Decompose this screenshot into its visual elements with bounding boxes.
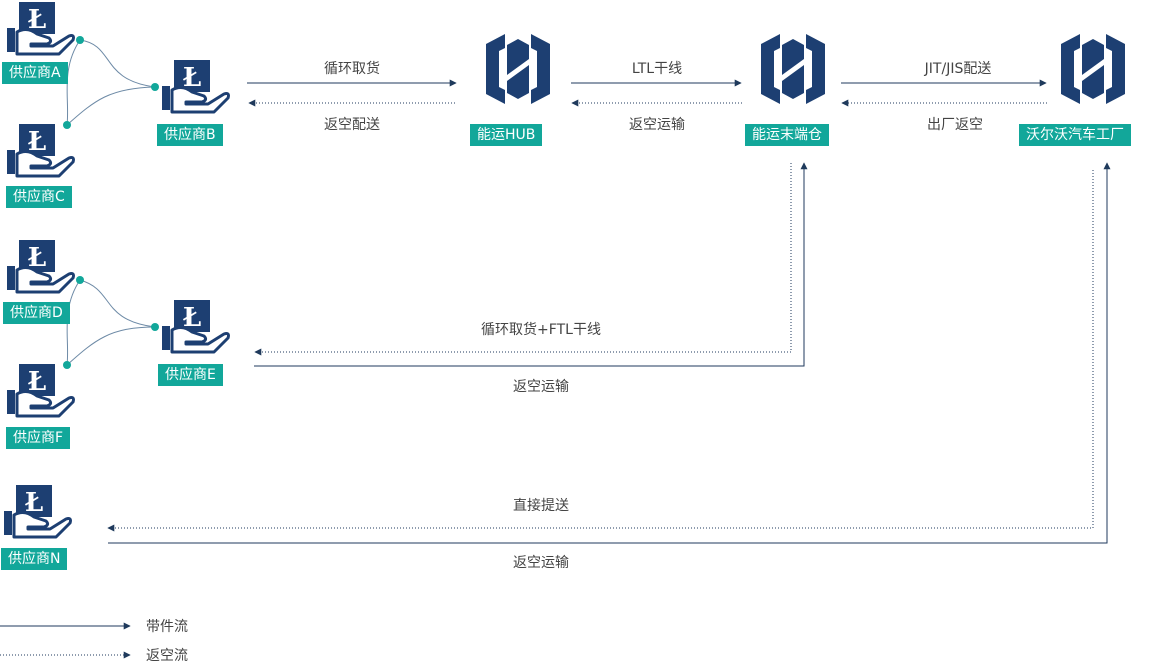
edge-label-hub-to-wh: LTL干线 — [631, 61, 683, 77]
link-d-f — [66, 279, 81, 366]
edge-label-wh-to-factory: JIT/JIS配送 — [924, 61, 992, 77]
supplier-f-icon — [5, 364, 75, 418]
supplier-c-label: 供应商C — [6, 186, 72, 208]
arrow-e-to-wh — [254, 162, 808, 367]
end-warehouse-icon — [761, 34, 825, 104]
link-a-c — [66, 39, 81, 126]
legend-solid-label: 带件流 — [146, 619, 188, 635]
supplier-b-icon — [160, 60, 230, 114]
factory-icon — [1061, 34, 1125, 104]
link-f-e — [66, 326, 156, 366]
node-dot — [151, 83, 159, 91]
node-dot — [63, 361, 71, 369]
supplier-d-label: 供应商D — [3, 302, 70, 324]
legend-dotted-label: 返空流 — [146, 648, 188, 664]
arrow-factory-to-n — [107, 170, 1094, 532]
link-d-e — [79, 279, 156, 328]
edge-label-factory-to-wh: 出厂返空 — [927, 117, 983, 133]
edge-label-wh-to-hub: 返空运输 — [629, 117, 685, 133]
factory-label: 沃尔沃汽车工厂 — [1019, 124, 1131, 146]
node-dot — [76, 276, 84, 284]
end-warehouse-label: 能运末端仓 — [745, 124, 829, 146]
node-dot — [151, 323, 159, 331]
supplier-n-icon — [2, 485, 72, 539]
edge-label-n-forward: 直接提送 — [513, 498, 569, 514]
supplier-a-label: 供应商A — [2, 62, 68, 84]
supplier-e-icon — [160, 300, 230, 354]
supplier-c-icon — [5, 124, 75, 178]
supplier-d-icon — [5, 240, 75, 294]
node-dot — [76, 36, 84, 44]
supplier-f-label: 供应商F — [6, 427, 71, 449]
edge-label-n-return: 返空运输 — [513, 555, 569, 571]
edge-label-e-return: 返空运输 — [513, 379, 569, 395]
link-a-b — [79, 39, 156, 88]
supplier-n-label: 供应商N — [1, 548, 68, 570]
arrow-wh-to-e — [254, 163, 792, 356]
supplier-a-icon — [5, 2, 75, 56]
supplier-e-label: 供应商E — [158, 364, 223, 386]
node-dot — [63, 121, 71, 129]
hub-label: 能运HUB — [470, 124, 543, 146]
edge-label-b-to-hub: 循环取货 — [324, 61, 380, 77]
hub-icon — [486, 34, 550, 104]
edge-label-e-forward: 循环取货+FTL干线 — [481, 322, 601, 338]
link-c-b — [66, 86, 156, 126]
supplier-b-label: 供应商B — [157, 124, 223, 146]
arrow-n-to-factory — [108, 162, 1111, 544]
edge-label-hub-to-b: 返空配送 — [324, 117, 380, 133]
